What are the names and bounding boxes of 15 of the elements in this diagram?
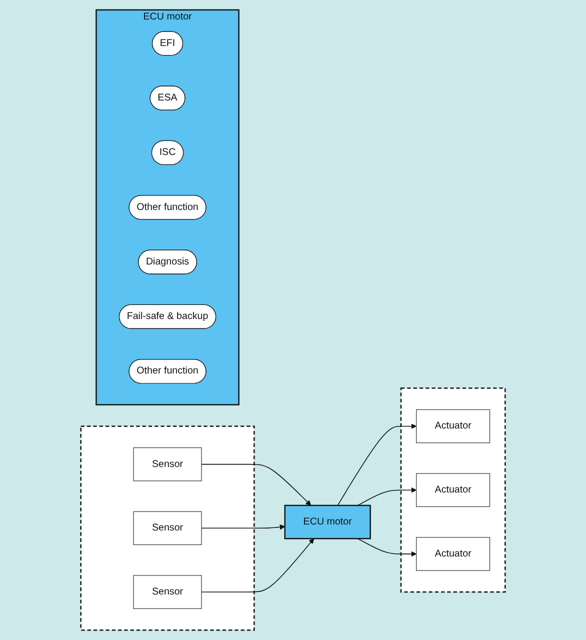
- arrow: [337, 424, 417, 506]
- arrow: [201, 464, 312, 506]
- arrow: [357, 538, 417, 557]
- cluster: [400, 388, 506, 593]
- arrow: [201, 538, 314, 592]
- node-box: Actuator: [416, 537, 490, 571]
- node-box: Actuator: [416, 409, 490, 444]
- node-box: ECU motor: [284, 504, 371, 540]
- node-box: Sensor: [133, 447, 202, 482]
- arrow: [201, 524, 286, 530]
- node-box: Actuator: [416, 473, 490, 507]
- node-box: Sensor: [133, 575, 202, 609]
- arrow: [357, 487, 417, 506]
- cluster: [80, 426, 255, 631]
- node-box: Sensor: [133, 511, 202, 546]
